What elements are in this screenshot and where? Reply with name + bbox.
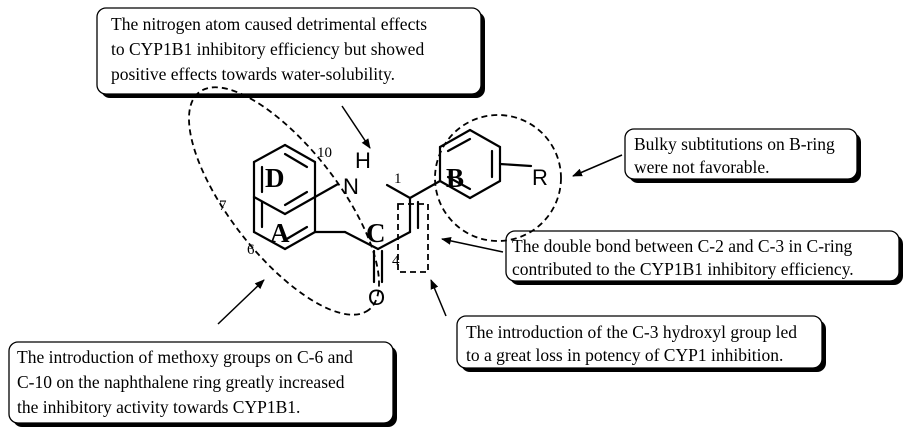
callout-nitrogen-line-3: positive effects towards water-solubilit…	[111, 64, 395, 84]
position-7: 7	[219, 198, 227, 214]
callout-double-bond-line-2: contributed to the CYP1B1 inhibitory eff…	[512, 259, 854, 279]
callout-methoxy-line-3: the inhibitory activity towards CYP1B1.	[17, 397, 300, 417]
arrow-b-ring	[572, 154, 623, 177]
callout-methoxy-line-2: C-10 on the naphthalene ring greatly inc…	[17, 372, 345, 392]
arrow-methoxy	[217, 279, 265, 325]
callout-double-bond: The double bond between C-2 and C-3 in C…	[505, 230, 903, 285]
position-6: 6	[247, 242, 255, 258]
callout-nitrogen-line-2: to CYP1B1 inhibitory efficiency but show…	[111, 39, 424, 59]
callout-b-ring-line-2: were not favorable.	[634, 157, 770, 177]
position-10: 10	[317, 145, 332, 161]
molecule-structure: H N O R D A C B 1 4 6 7 10	[219, 128, 548, 310]
position-4: 4	[392, 253, 400, 269]
arrow-double-bond	[441, 236, 504, 253]
ring-label-a: A	[270, 218, 290, 248]
ring-label-c: C	[366, 218, 386, 248]
callout-hydroxyl-line-2: to a great loss in potency of CYP1 inhib…	[466, 345, 783, 365]
callout-b-ring-line-1: Bulky subtitutions on B-ring	[634, 134, 835, 154]
position-1: 1	[394, 171, 402, 187]
atom-n: N	[343, 174, 359, 199]
callout-nitrogen-line-1: The nitrogen atom caused detrimental eff…	[111, 14, 427, 34]
callout-double-bond-line-1: The double bond between C-2 and C-3 in C…	[512, 236, 852, 256]
ring-label-d: D	[265, 163, 285, 193]
callout-methoxy-line-1: The introduction of methoxy groups on C-…	[17, 347, 353, 367]
callout-hydroxyl: The introduction of the C-3 hydroxyl gro…	[456, 315, 826, 372]
naphthalene-highlight-ellipse	[188, 86, 380, 316]
callout-hydroxyl-line-1: The introduction of the C-3 hydroxyl gro…	[466, 322, 797, 342]
callout-methoxy: The introduction of methoxy groups on C-…	[8, 341, 397, 427]
arrow-hydroxyl	[430, 279, 447, 317]
b-ring-highlight-circle	[434, 114, 562, 242]
atom-nh-h: H	[355, 148, 371, 173]
atom-r: R	[532, 165, 548, 190]
double-bond-highlight-box	[397, 203, 429, 273]
callout-nitrogen: The nitrogen atom caused detrimental eff…	[96, 7, 485, 98]
arrow-nitrogen	[341, 105, 371, 149]
callout-b-ring: Bulky subtitutions on B-ring were not fa…	[624, 128, 861, 183]
atom-o: O	[368, 285, 385, 310]
ring-label-b: B	[446, 163, 464, 193]
